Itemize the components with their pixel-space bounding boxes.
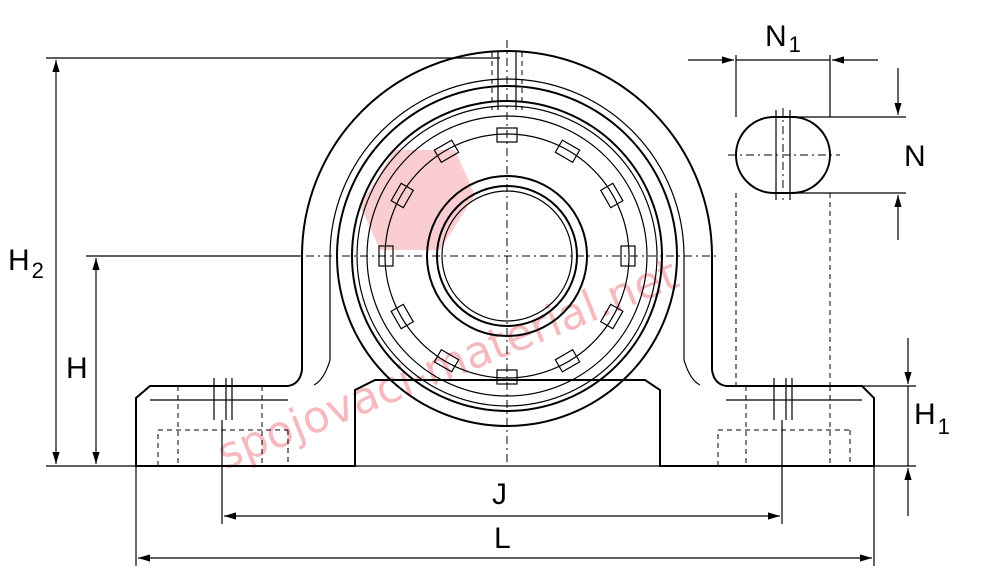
dim-h2: [46, 57, 500, 467]
side-slot: [728, 108, 840, 386]
dim-j: [221, 420, 783, 524]
dim-l: [135, 466, 875, 566]
dim-n: [790, 68, 906, 240]
label-l: L: [494, 522, 511, 555]
dim-h: [86, 255, 300, 464]
center-lines: [90, 40, 720, 466]
watermark-logo-icon: [360, 150, 475, 250]
dim-h1: [862, 338, 916, 516]
base-bolt-holes: [157, 378, 851, 466]
grease-nipple: [491, 52, 523, 110]
label-j: J: [492, 478, 507, 511]
dim-n1: [688, 55, 878, 117]
label-h1: H1: [914, 398, 950, 439]
label-n: N: [904, 140, 926, 173]
label-h2: H2: [8, 244, 44, 283]
label-h: H: [66, 352, 88, 385]
housing-outline: [135, 50, 875, 467]
label-n1: N1: [765, 20, 801, 57]
